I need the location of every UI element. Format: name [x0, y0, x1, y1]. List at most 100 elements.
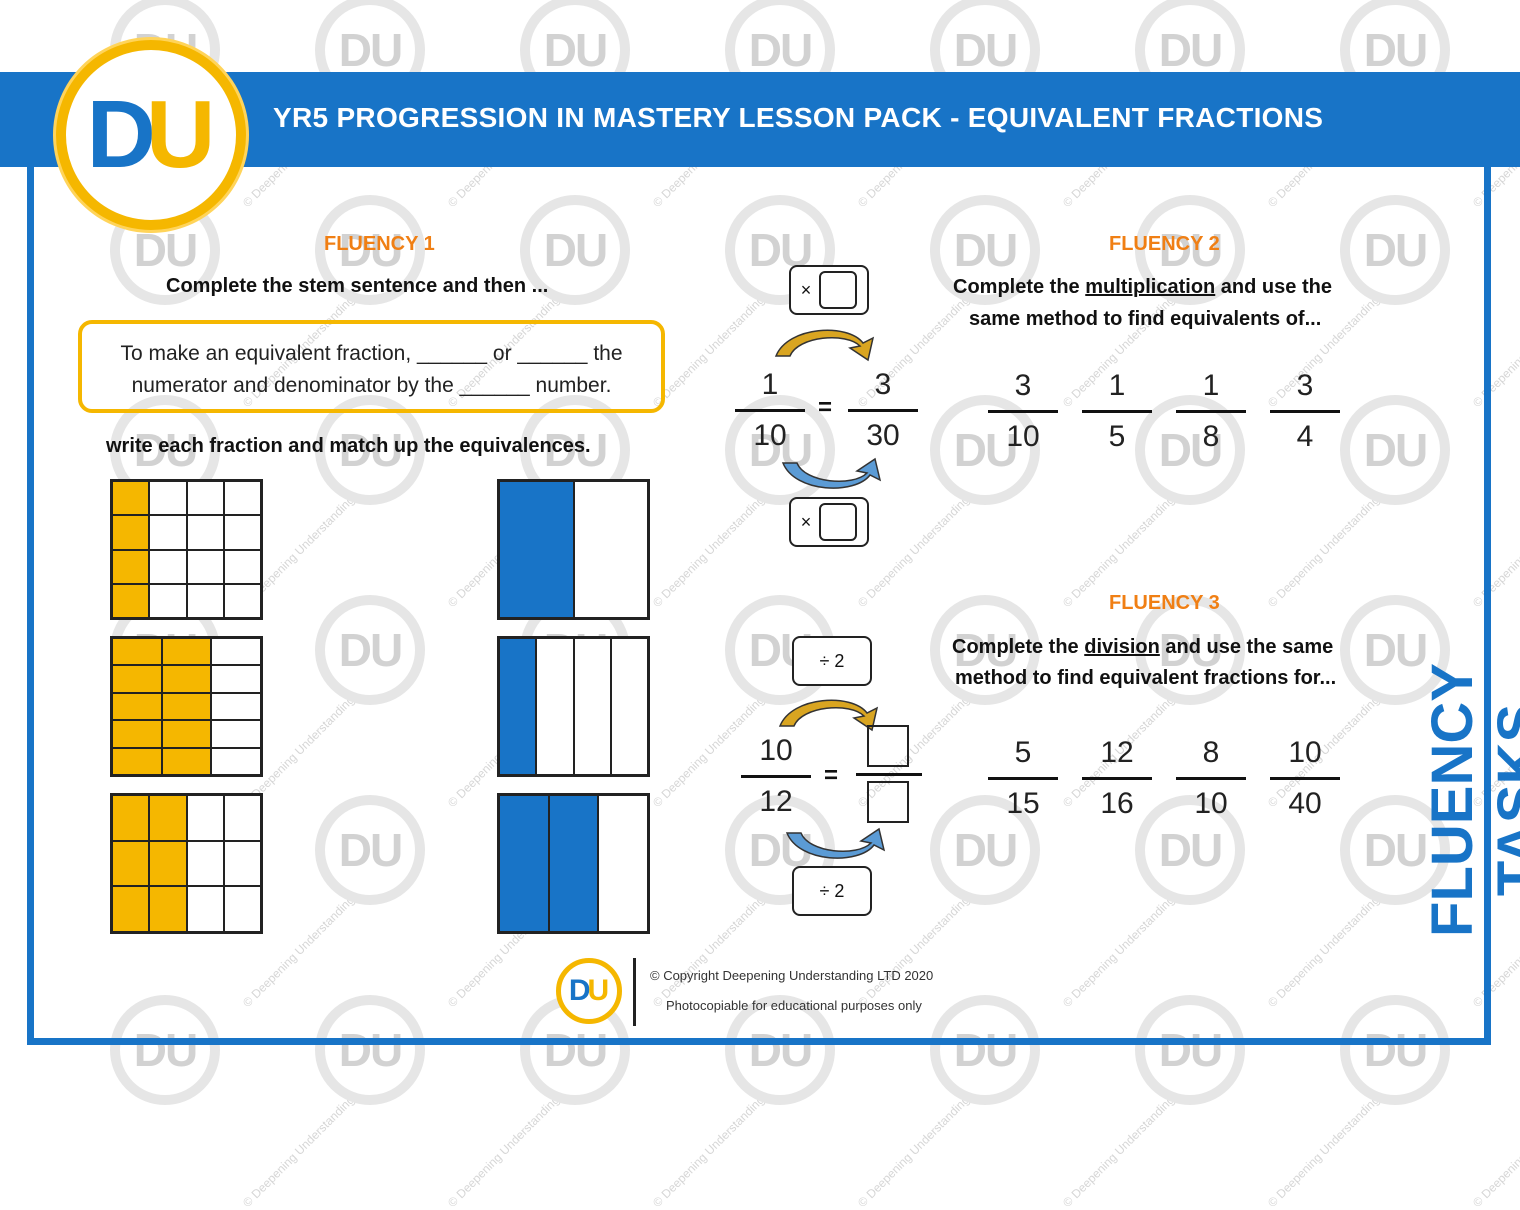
grid-cell — [598, 795, 648, 932]
logo-letter-u: U — [146, 81, 216, 188]
watermark-logo: DU — [1135, 0, 1245, 105]
logo-letter-d: D — [86, 81, 156, 188]
divide-lhs-fraction: 10 12 — [741, 731, 811, 822]
watermark-text: © Deepening Understanding — [855, 1092, 973, 1210]
fluency2-instruction-pre: Complete the — [953, 276, 1086, 298]
multiply-top-sign: × — [800, 279, 812, 300]
fluency3-denominator: 15 — [1006, 787, 1040, 820]
watermark-logo: DU — [1135, 395, 1245, 505]
fluency3-denominator: 40 — [1288, 787, 1322, 820]
fraction-bar — [1176, 777, 1246, 780]
grid-cell — [499, 638, 537, 775]
watermark-logo: DU — [1340, 595, 1450, 705]
grid-cell — [112, 665, 162, 693]
grid-cell — [161, 692, 212, 721]
divide-top-arrow-icon — [778, 699, 879, 732]
fluency3-numerator: 12 — [1100, 736, 1134, 769]
fluency3-numerator: 10 — [1288, 736, 1322, 769]
grid-cell — [223, 886, 261, 932]
grid-cell — [211, 720, 261, 748]
grid-cell — [149, 886, 187, 932]
grid-cell — [186, 886, 224, 932]
fluency2-instruction: Complete the multiplication and use the — [953, 276, 1332, 299]
watermark-logo: DU — [315, 195, 425, 305]
grid-cell — [186, 583, 224, 618]
fluency1-instruction: Complete the stem sentence and then ... — [166, 275, 549, 297]
grid-cell — [211, 665, 261, 693]
right-fraction-bar-model — [497, 479, 650, 620]
divide-bottom-sign: ÷ 2 — [819, 880, 845, 901]
fraction-bar — [1082, 777, 1152, 780]
fluency3-denominator: 16 — [1100, 787, 1134, 820]
grid-cell — [223, 795, 261, 841]
grid-cell — [499, 481, 574, 618]
multiply-lhs-denominator: 10 — [753, 419, 787, 452]
multiply-lhs-fraction: 1 10 — [735, 365, 805, 456]
grid-cell — [149, 549, 187, 584]
watermark-logo: DU — [1135, 795, 1245, 905]
watermark-logo: DU — [315, 595, 425, 705]
grid-cell — [161, 720, 212, 748]
watermark-logo: DU — [930, 195, 1040, 305]
divide-numerator-answer-box[interactable] — [867, 725, 909, 767]
page-title: YR5 PROGRESSION IN MASTERY LESSON PACK -… — [273, 102, 1324, 133]
footer-note: Photocopiable for educational purposes o… — [666, 998, 922, 1013]
fluency2-denominator: 5 — [1108, 420, 1126, 453]
watermark-logo: DU — [1340, 195, 1450, 305]
footer-logo-letter-u: U — [587, 974, 610, 1007]
stem-sentence-line1: To make an equivalent fraction, ______ o… — [120, 342, 623, 365]
footer-divider — [633, 958, 636, 1026]
multiply-rhs-numerator: 3 — [874, 368, 892, 401]
grid-cell — [112, 692, 162, 721]
divide-denominator-answer-box[interactable] — [867, 781, 909, 823]
grid-cell — [548, 795, 599, 932]
fluency2-instruction-line2: same method to find equivalents of... — [969, 308, 1322, 330]
fluency3-numerator: 8 — [1202, 736, 1220, 769]
grid-cell — [161, 638, 212, 666]
grid-cell — [112, 886, 150, 932]
fraction-bar — [1270, 410, 1340, 413]
grid-cell — [186, 481, 224, 516]
divide-bottom-arrow-icon — [785, 827, 886, 859]
multiply-top-arrow-icon — [774, 329, 875, 362]
multiply-bottom-sign: × — [800, 511, 812, 532]
fluency2-denominator: 10 — [1006, 420, 1040, 453]
fluency2-numerator: 1 — [1202, 369, 1220, 402]
grid-cell — [223, 515, 261, 550]
grid-cell — [112, 549, 150, 584]
grid-cell — [112, 583, 150, 618]
fluency3-instruction-post: and use the same — [1159, 636, 1334, 658]
watermark-logo: DU — [1135, 595, 1245, 705]
grid-cell — [112, 795, 150, 841]
grid-cell — [112, 720, 162, 748]
watermark-text: © Deepening Understanding — [1060, 1092, 1178, 1210]
watermark-text: © Deepening Understanding — [445, 1092, 563, 1210]
divide-lhs-numerator: 10 — [759, 734, 793, 767]
grid-cell — [536, 638, 574, 775]
fluency3-fraction: 12 16 — [1082, 733, 1152, 824]
multiply-bottom-answer-box[interactable] — [819, 503, 858, 541]
fraction-bar — [735, 409, 805, 412]
fluency1-instruction2: write each fraction and match up the equ… — [106, 435, 591, 457]
watermark-logo: DU — [930, 795, 1040, 905]
fraction-bar — [741, 775, 811, 778]
fluency3-instruction-line2: method to find equivalent fractions for.… — [955, 667, 1337, 689]
fluency2-instruction-keyword: multiplication — [1085, 276, 1216, 298]
grid-cell — [573, 481, 648, 618]
watermark-logo: DU — [520, 195, 630, 305]
grid-cell — [610, 638, 648, 775]
footer-logo-letter-d: D — [568, 974, 591, 1007]
grid-cell — [223, 583, 261, 618]
fluency2-denominator: 8 — [1202, 420, 1220, 453]
fluency3-instruction-keyword: division — [1084, 636, 1160, 658]
fraction-bar — [1270, 777, 1340, 780]
grid-cell — [211, 638, 261, 666]
grid-cell — [211, 692, 261, 721]
divide-bottom-box: ÷ 2 — [792, 866, 872, 916]
grid-cell — [112, 481, 150, 516]
multiply-top-answer-box[interactable] — [819, 271, 858, 309]
